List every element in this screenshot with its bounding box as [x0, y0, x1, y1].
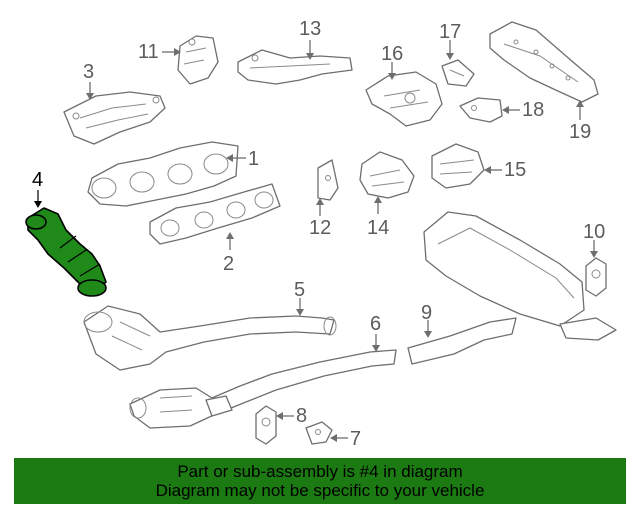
callout-15: 15 [504, 159, 527, 181]
leader-10 [590, 240, 598, 258]
leader-8 [276, 412, 294, 420]
leader-5 [296, 298, 304, 316]
part-18-bracket[interactable] [459, 97, 503, 123]
part-15-heat-shield[interactable] [431, 143, 485, 189]
part-3-heat-shield[interactable] [63, 91, 166, 145]
callout-6: 6 [370, 313, 382, 335]
leader-7 [330, 434, 348, 442]
part-7-bracket[interactable] [305, 421, 333, 445]
callout-19: 19 [569, 121, 592, 143]
part-5-catalytic-converter[interactable] [83, 305, 337, 371]
callout-13: 13 [299, 18, 322, 40]
banner-line-2: Diagram may not be specific to your vehi… [155, 481, 485, 500]
part-4-down-pipe[interactable] [25, 207, 107, 297]
leader-17 [446, 40, 454, 60]
part-13-heat-shield[interactable] [237, 49, 353, 85]
part-9-muffler[interactable] [407, 211, 617, 365]
leader-13 [306, 40, 314, 60]
part-14-heat-shield[interactable] [359, 151, 415, 199]
callout-3: 3 [83, 61, 95, 83]
leader-11 [162, 48, 181, 56]
callout-17: 17 [439, 21, 462, 43]
part-11-heat-shield[interactable] [177, 35, 219, 85]
banner-line-1: Part or sub-assembly is #4 in diagram [177, 462, 463, 481]
callout-16: 16 [381, 43, 404, 65]
leader-15 [484, 166, 502, 174]
callout-11: 11 [138, 41, 159, 63]
callout-2: 2 [223, 253, 235, 275]
callout-4: 4 [32, 169, 44, 191]
callout-10: 10 [583, 221, 606, 243]
part-10-hanger[interactable] [585, 257, 607, 297]
leader-1 [226, 154, 246, 162]
callout-18: 18 [522, 99, 545, 121]
leader-9 [424, 320, 432, 338]
leader-3 [86, 82, 94, 100]
part-8-hanger[interactable] [255, 405, 277, 445]
callout-9: 9 [421, 302, 433, 324]
part-6-intermediate-pipe[interactable] [129, 349, 397, 429]
callout-5: 5 [294, 279, 306, 301]
part-2-manifold-gasket[interactable] [149, 183, 281, 245]
leader-2 [226, 232, 234, 250]
leader-19 [576, 100, 584, 120]
callout-12: 12 [309, 217, 332, 239]
leader-4 [34, 190, 42, 208]
leader-12 [316, 198, 324, 216]
part-17-heat-shield[interactable] [441, 59, 475, 87]
callout-7: 7 [350, 428, 362, 450]
leader-18 [502, 106, 520, 114]
leader-16 [388, 62, 396, 80]
callout-8: 8 [296, 405, 308, 427]
part-1-exhaust-manifold[interactable] [87, 141, 239, 207]
part-16-heat-shield[interactable] [365, 71, 443, 127]
leader-6 [372, 334, 380, 352]
leader-14 [374, 196, 382, 214]
part-19-heat-shield[interactable] [489, 21, 599, 103]
callout-1: 1 [248, 148, 260, 170]
callout-14: 14 [367, 217, 390, 239]
exhaust-parts-diagram [25, 21, 617, 445]
part-12-bracket[interactable] [317, 159, 339, 201]
info-banner: Part or sub-assembly is #4 in diagram Di… [14, 458, 626, 504]
